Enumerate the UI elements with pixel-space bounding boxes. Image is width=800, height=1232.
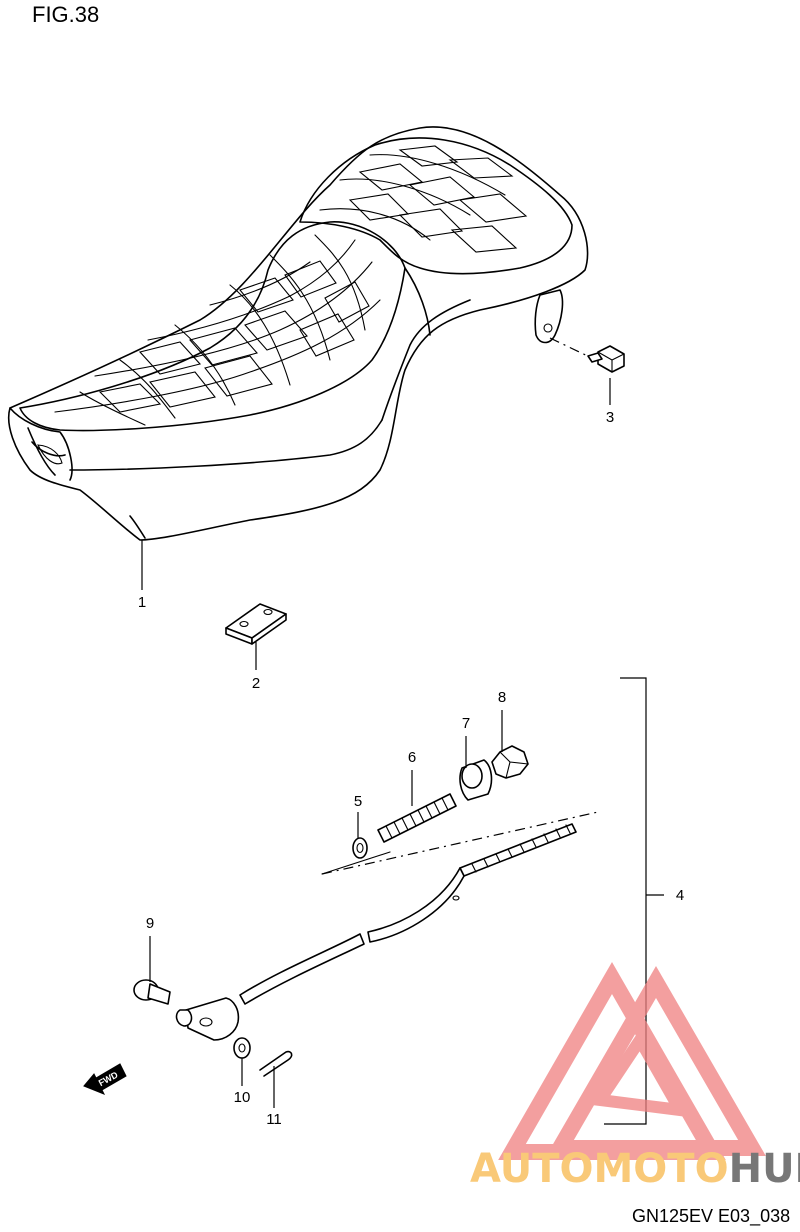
callout-8: 8: [498, 689, 506, 706]
callout-10: 10: [234, 1089, 251, 1106]
callout-11: 11: [266, 1111, 282, 1128]
adjuster-7-drawing: [459, 759, 493, 801]
watermark-text: AUTOMOTOHUB: [470, 1146, 800, 1192]
cable-assembly-drawing: [175, 823, 577, 1041]
figure-label: FIG.38: [32, 2, 100, 27]
callout-7: 7: [462, 715, 470, 732]
callout-3: 3: [606, 409, 614, 426]
pin-9-drawing: [133, 979, 171, 1005]
spring-6-drawing: [377, 793, 457, 843]
watermark-text-part1: AUTOMOTO: [470, 1146, 729, 1192]
part-2-drawing: [225, 603, 287, 645]
bolt-3-drawing: [587, 345, 625, 373]
washer-10-drawing: [233, 1037, 251, 1059]
seat-drawing: [7, 126, 589, 541]
callout-1: 1: [138, 594, 146, 611]
callout-2: 2: [252, 675, 260, 692]
watermark: AUTOMOTOHUB: [470, 961, 800, 1192]
washer-5-drawing: [352, 837, 368, 859]
callout-6: 6: [408, 749, 416, 766]
cotter-pin-11-drawing: [259, 1050, 293, 1077]
leader-lines: [141, 378, 664, 1125]
nut-8-drawing: [491, 745, 529, 779]
callout-4: 4: [676, 887, 684, 904]
watermark-logo-icon: [498, 961, 766, 1160]
figure-code: GN125EV E03_038: [632, 1206, 791, 1226]
callout-5: 5: [354, 793, 362, 810]
fwd-arrow-icon: FWD: [83, 1063, 127, 1095]
watermark-text-part2: HUB: [729, 1146, 800, 1192]
callout-9: 9: [146, 915, 154, 932]
callout-numbers: 1 2 3 4 5 6 7 8 9 10 11: [138, 409, 684, 1128]
